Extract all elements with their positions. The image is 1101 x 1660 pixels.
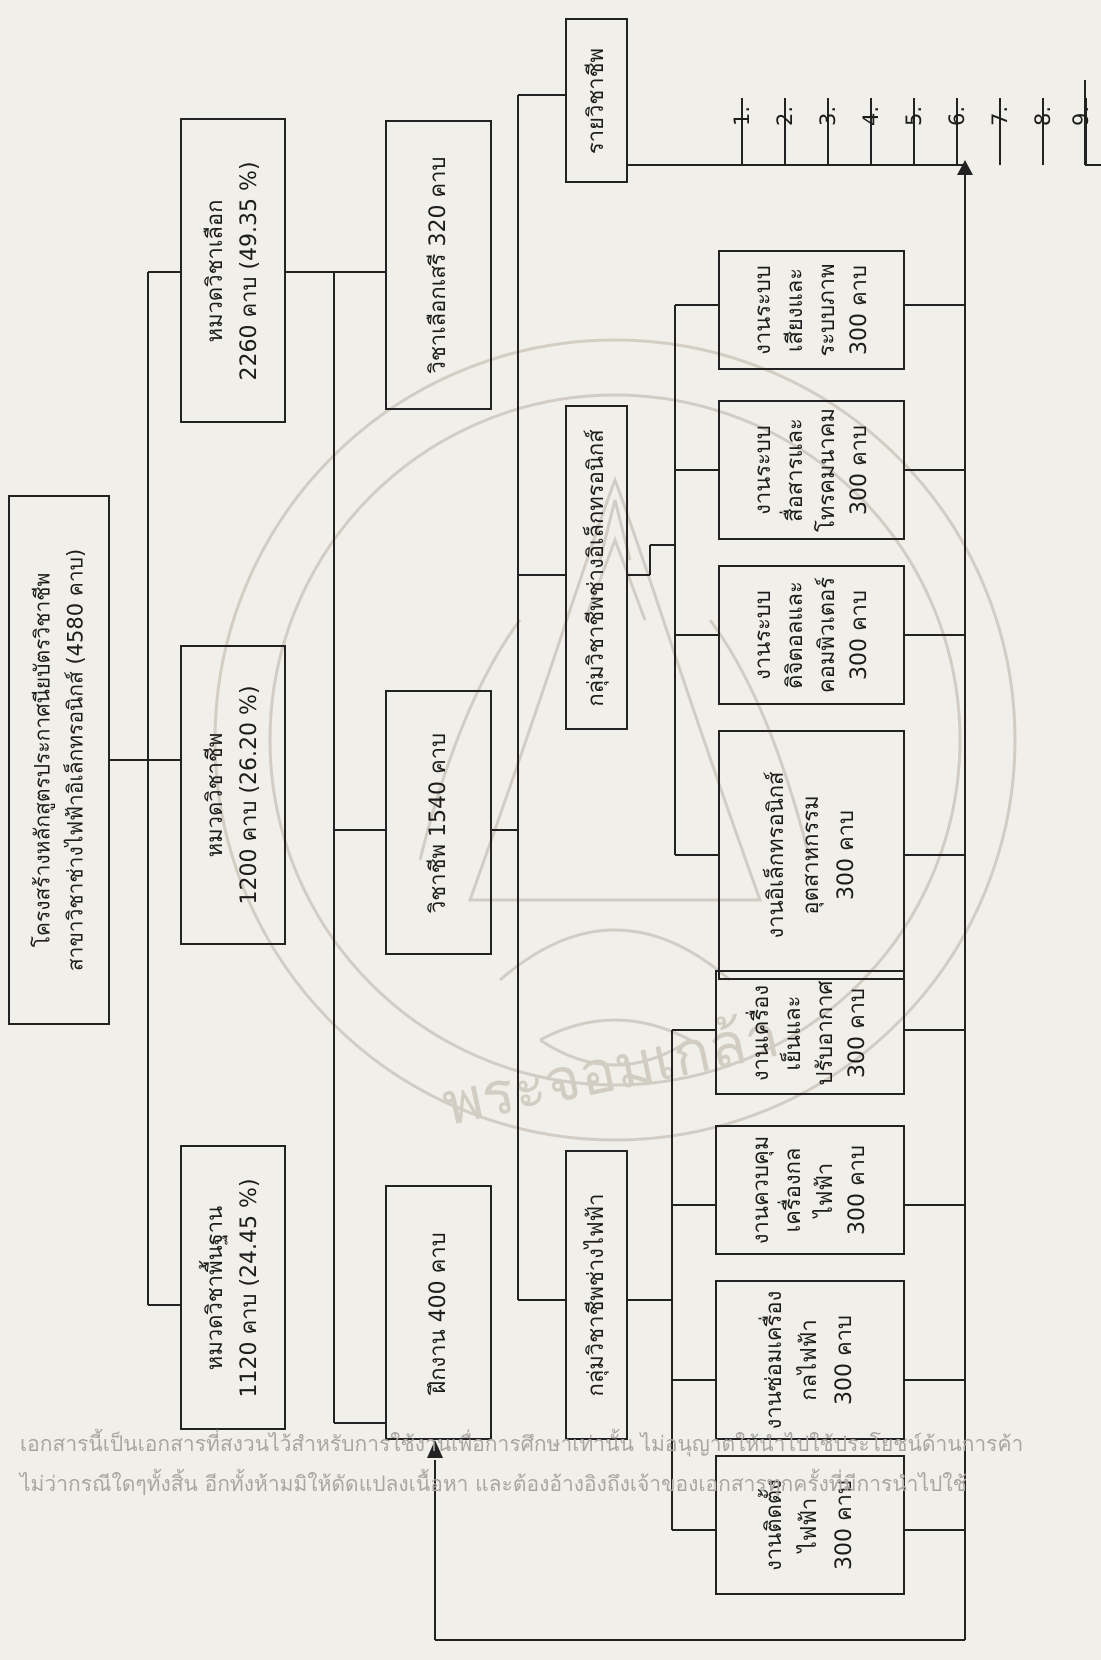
workshop-line: งานเครื่อง xyxy=(749,984,775,1081)
workshop-hours: 300 คาบ xyxy=(846,424,872,516)
workshop-hours: 300 คาบ xyxy=(846,589,872,681)
vocational-category-hours: 1200 คาบ (26.20 %) xyxy=(237,685,262,905)
workshop-line: เครื่องกล xyxy=(781,1147,807,1233)
electrical-group-label: กลุ่มวิชาชีพช่างไฟฟ้า xyxy=(583,1193,609,1397)
workshop-box-industrial-electronics: งานอิเล็กทรอนิกส์ อุตสาหกรรม 300 คาบ xyxy=(718,730,905,980)
course-list-number: 8. xyxy=(1031,105,1055,127)
workshop-line: เสียงและ xyxy=(782,267,808,353)
vocational-list-label: รายวิชาชีพ xyxy=(583,47,609,154)
workshop-line: ปรับอากาศ xyxy=(813,980,838,1085)
workshop-hours: 300 คาบ xyxy=(834,809,860,901)
electronics-group-box: กลุ่มวิชาชีพช่างอิเล็กทรอนิกส์ xyxy=(565,405,628,730)
watermark-text-line-2: ไม่ว่ากรณีใดๆทั้งสิ้น อีกทั้งห้ามมิให้ดั… xyxy=(20,1472,967,1496)
free-elective-box: วิชาเลือกเสรี 320 คาบ xyxy=(385,120,492,410)
workshop-line: เย็นและ xyxy=(781,995,807,1070)
workshop-line: อุตสาหกรรม xyxy=(798,795,824,915)
workshop-line: โทรคมนาคม xyxy=(814,408,840,532)
workshop-box-motor-control: งานควบคุม เครื่องกล ไฟฟ้า 300 คาบ xyxy=(715,1125,905,1255)
basic-category-box: หมวดวิชาพื้นฐาน 1120 คาบ (24.45 %) xyxy=(180,1145,286,1430)
vocational-subject-box: วิชาชีพ 1540 คาบ xyxy=(385,690,492,955)
basic-category-name: หมวดวิชาพื้นฐาน xyxy=(202,1205,228,1370)
training-box: ฝึกงาน 400 คาบ xyxy=(385,1185,492,1440)
workshop-box-motor-repair: งานซ่อมเครื่อง กลไฟฟ้า 300 คาบ xyxy=(715,1280,905,1440)
title-line-1: โครงสร้างหลักสูตรประกาศนียบัตรวิชาชีพ xyxy=(30,572,55,948)
vocational-category-name: หมวดวิชาชีพ xyxy=(202,732,228,858)
workshop-box-refrigeration: งานเครื่อง เย็นและ ปรับอากาศ 300 คาบ xyxy=(715,970,905,1095)
course-list-number: 9. xyxy=(1069,105,1093,127)
electronics-group-label: กลุ่มวิชาชีพช่างอิเล็กทรอนิกส์ xyxy=(583,428,609,707)
workshop-hours: 300 คาบ xyxy=(844,1144,870,1236)
workshop-box-telecom: งานระบบ สื่อสารและ โทรคมนาคม 300 คาบ xyxy=(718,400,905,540)
workshop-line: งานซ่อมเครื่อง xyxy=(762,1290,788,1430)
workshop-line: งานระบบ xyxy=(750,590,776,680)
workshop-box-digital-computer: งานระบบ ดิจิตอลและ คอมพิวเตอร์ 300 คาบ xyxy=(718,565,905,705)
basic-category-hours: 1120 คาบ (24.45 %) xyxy=(237,1177,262,1398)
workshop-line: ไฟฟ้า xyxy=(813,1162,838,1218)
course-list-number: 4. xyxy=(859,105,883,127)
elective-category-name: หมวดวิชาเลือก xyxy=(202,199,228,342)
workshop-line: งานอิเล็กทรอนิกส์ xyxy=(763,771,789,939)
workshop-line: งานระบบ xyxy=(750,265,776,355)
electrical-group-box: กลุ่มวิชาชีพช่างไฟฟ้า xyxy=(565,1150,628,1440)
workshop-box-electrical-installation: งานติดตั้ง ไฟฟ้า 300 คาบ xyxy=(715,1455,905,1595)
title-line-2: สาขาวิชาช่างไฟฟ้าอิเล็กทรอนิกส์ (4580 คา… xyxy=(63,548,87,972)
course-list-number: 3. xyxy=(816,105,840,127)
free-elective-label: วิชาเลือกเสรี 320 คาบ xyxy=(425,156,451,374)
elective-category-hours: 2260 คาบ (49.35 %) xyxy=(237,160,262,381)
workshop-line: สื่อสารและ xyxy=(782,418,808,522)
vocational-list-box: รายวิชาชีพ xyxy=(565,18,628,183)
workshop-line: งานควบคุม xyxy=(749,1135,775,1245)
title-box: โครงสร้างหลักสูตรประกาศนียบัตรวิชาชีพ สา… xyxy=(8,495,110,1025)
workshop-box-audio-video: งานระบบ เสียงและ ระบบภาพ 300 คาบ xyxy=(718,250,905,370)
workshop-hours: 300 คาบ xyxy=(846,264,872,356)
workshop-line: ระบบภาพ xyxy=(814,263,840,357)
workshop-line: ดิจิตอลและ xyxy=(782,581,808,689)
workshop-line: คอมพิวเตอร์ xyxy=(814,576,840,694)
workshop-hours: 300 คาบ xyxy=(844,987,870,1078)
course-list-number: 2. xyxy=(773,105,797,127)
workshop-hours: 300 คาบ xyxy=(832,1314,858,1406)
course-list-number: 1. xyxy=(730,105,754,127)
vocational-category-box: หมวดวิชาชีพ 1200 คาบ (26.20 %) xyxy=(180,645,286,945)
watermark-text-line-1: เอกสารนี้เป็นเอกสารที่สงวนไว้สำหรับการใช… xyxy=(20,1432,1024,1456)
vocational-subject-label: วิชาชีพ 1540 คาบ xyxy=(425,732,451,913)
course-list-number: 6. xyxy=(945,105,969,127)
elective-category-box: หมวดวิชาเลือก 2260 คาบ (49.35 %) xyxy=(180,118,286,423)
course-list-number: 5. xyxy=(902,105,926,127)
workshop-line: กลไฟฟ้า xyxy=(797,1319,823,1401)
workshop-line: งานระบบ xyxy=(750,425,776,515)
training-label: ฝึกงาน 400 คาบ xyxy=(425,1231,451,1394)
course-list-number: 7. xyxy=(988,105,1012,127)
